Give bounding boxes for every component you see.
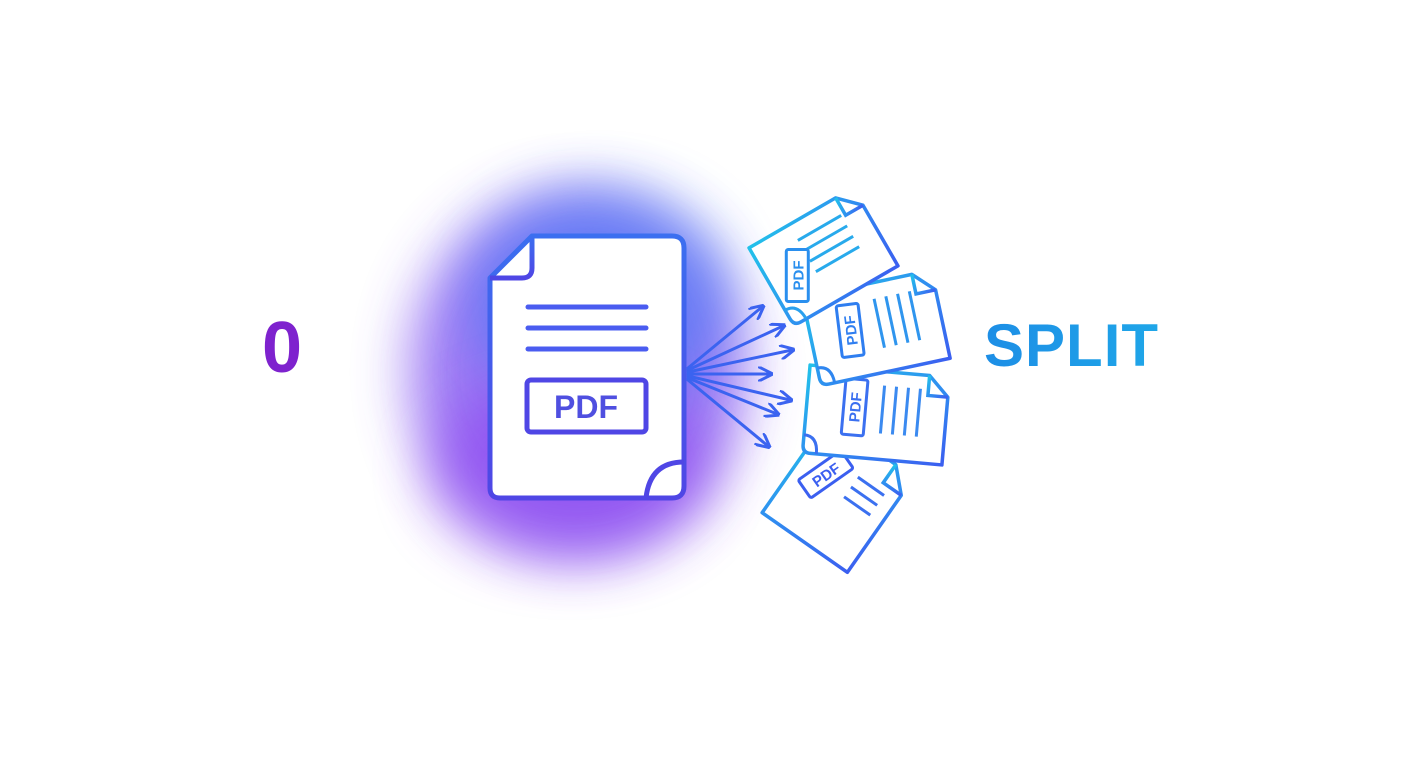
split-page-badge: PDF [846, 392, 866, 423]
arrow-icon [686, 374, 790, 400]
split-page-2: PDF [800, 272, 952, 387]
split-page-1: PDF [747, 196, 900, 326]
arrow-icon [686, 326, 783, 372]
arrow-icon [686, 350, 792, 374]
split-page-3: PDF [801, 363, 950, 467]
arrow-icon [686, 376, 777, 414]
arrow-icon [686, 307, 762, 370]
split-arrows [686, 307, 792, 446]
source-pdf-badge: PDF [554, 389, 618, 425]
split-page-badge: PDF [841, 314, 862, 346]
counter-value: 0 [262, 308, 303, 388]
arrow-icon [686, 378, 768, 446]
split-page-badge: PDF [790, 260, 807, 290]
split-label: SPLIT [984, 312, 1160, 379]
pdf-document-icon: PDF [487, 233, 687, 501]
